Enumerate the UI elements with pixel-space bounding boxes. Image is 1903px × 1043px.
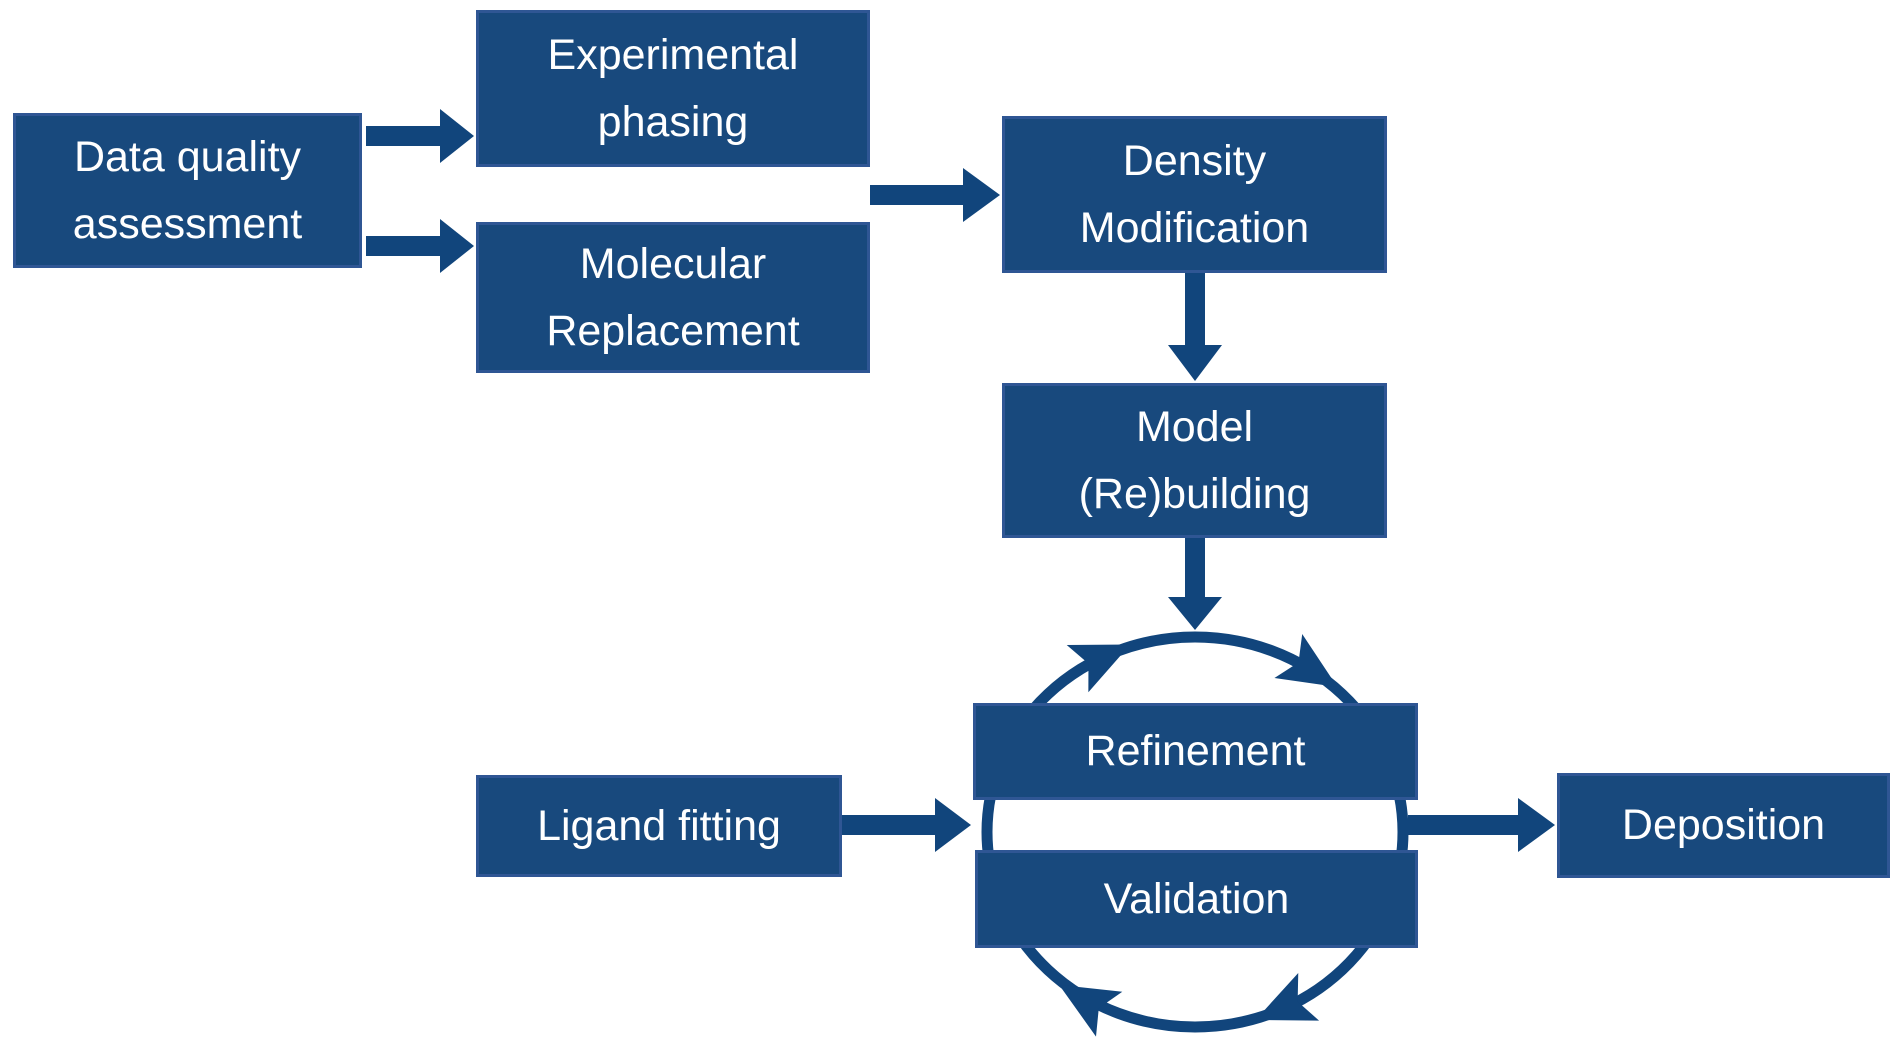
node-deposition: Deposition — [1557, 773, 1890, 878]
cycle-arrowhead-top-left-icon — [1066, 644, 1131, 693]
node-data-quality-assessment: Data quality assessment — [13, 113, 362, 268]
node-label: Density Modification — [1079, 136, 1310, 252]
arrow-dataquality-to-experimental — [366, 109, 474, 163]
cycle-arrowhead-top-right-icon — [1274, 634, 1338, 688]
node-label: Experimental phasing — [547, 30, 799, 146]
node-label: Deposition — [1621, 801, 1826, 850]
node-refinement: Refinement — [973, 703, 1418, 800]
arrow-ligand-to-cycle — [842, 798, 971, 852]
node-label: Ligand fitting — [537, 801, 781, 850]
refinement-validation-cycle-circle — [981, 631, 1409, 1033]
cycle-arrowhead-bottom-left-icon — [1059, 984, 1123, 1037]
node-label: Model (Re)building — [1078, 402, 1311, 518]
node-label: Data quality assessment — [72, 132, 303, 248]
node-molecular-replacement: Molecular Replacement — [476, 222, 870, 373]
node-density-modification: Density Modification — [1002, 116, 1387, 273]
node-validation: Validation — [975, 850, 1418, 948]
arrow-cycle-to-deposition — [1408, 798, 1555, 852]
cycle-arrowhead-bottom-right-icon — [1255, 972, 1320, 1021]
node-label: Molecular Replacement — [546, 239, 800, 355]
arrow-model-to-cycle — [1168, 538, 1222, 630]
arrow-phasing-to-density — [870, 168, 1000, 222]
arrow-density-to-model — [1168, 273, 1222, 381]
node-label: Refinement — [1085, 727, 1306, 776]
node-ligand-fitting: Ligand fitting — [476, 775, 842, 877]
node-experimental-phasing: Experimental phasing — [476, 10, 870, 167]
node-model-rebuilding: Model (Re)building — [1002, 383, 1387, 538]
node-label: Validation — [1103, 874, 1290, 923]
arrow-dataquality-to-molecular — [366, 219, 474, 273]
